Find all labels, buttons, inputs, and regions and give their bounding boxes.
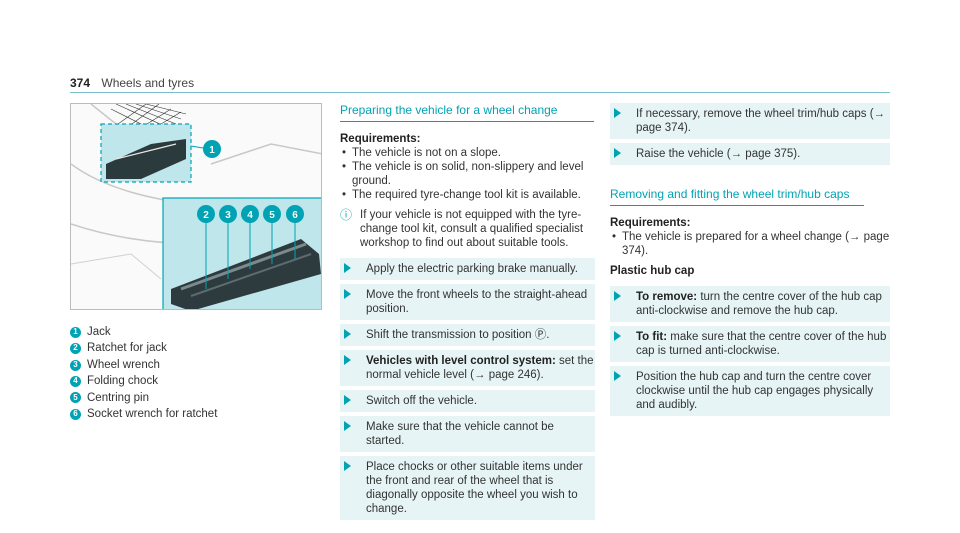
marker-1: 1 bbox=[209, 145, 215, 156]
step-item: Shift the transmission to position Ⓟ. bbox=[340, 324, 595, 346]
requirement-item: The vehicle is on solid, non-slippery an… bbox=[340, 160, 595, 188]
step-item: Apply the electric parking brake manuall… bbox=[340, 258, 595, 280]
info-note: ⓘ If your vehicle is not equipped with t… bbox=[340, 208, 584, 249]
marker-5: 5 bbox=[269, 210, 275, 221]
section-preparing: Preparing the vehicle for a wheel change… bbox=[340, 103, 595, 524]
step-arrow-icon bbox=[344, 263, 351, 273]
page-header: 374 Wheels and tyres bbox=[70, 76, 194, 90]
step-item: If necessary, remove the wheel trim/hub … bbox=[610, 103, 890, 139]
page-number: 374 bbox=[70, 76, 91, 90]
step-arrow-icon bbox=[614, 108, 621, 118]
step-item: Position the hub cap and turn the centre… bbox=[610, 366, 890, 416]
section-title: Preparing the vehicle for a wheel change bbox=[340, 103, 594, 122]
section-name: Wheels and tyres bbox=[101, 76, 195, 90]
header-rule bbox=[70, 92, 890, 93]
requirements-list: The vehicle is prepared for a wheel chan… bbox=[610, 230, 890, 258]
step-arrow-icon bbox=[614, 331, 621, 341]
step-arrow-icon bbox=[344, 461, 351, 471]
step-item: Move the front wheels to the straight-ah… bbox=[340, 284, 595, 320]
requirement-item: The required tyre-change tool kit is ava… bbox=[340, 188, 595, 202]
requirements-title: Requirements: bbox=[610, 217, 691, 229]
info-icon: ⓘ bbox=[340, 208, 353, 222]
step-arrow-icon bbox=[344, 421, 351, 431]
marker-3: 3 bbox=[225, 210, 231, 221]
step-arrow-icon bbox=[614, 371, 621, 381]
marker-4: 4 bbox=[247, 210, 253, 221]
step-item: Vehicles with level control system: set … bbox=[340, 350, 595, 386]
marker-2: 2 bbox=[203, 210, 209, 221]
step-arrow-icon bbox=[344, 395, 351, 405]
step-item: Switch off the vehicle. bbox=[340, 390, 595, 412]
subsection-title: Plastic hub cap bbox=[610, 265, 695, 277]
marker-6: 6 bbox=[292, 210, 298, 221]
step-arrow-icon bbox=[344, 329, 351, 339]
section-hub-caps: If necessary, remove the wheel trim/hub … bbox=[610, 103, 890, 420]
step-arrow-icon bbox=[344, 355, 351, 365]
step-item: Raise the vehicle (→ page 375). bbox=[610, 143, 890, 165]
requirements-title: Requirements: bbox=[340, 133, 421, 145]
requirement-item: The vehicle is not on a slope. bbox=[340, 146, 595, 160]
step-item: Place chocks or other suitable items und… bbox=[340, 456, 595, 520]
step-arrow-icon bbox=[344, 289, 351, 299]
toolkit-svg: 1 2 3 4 5 6 bbox=[71, 104, 321, 309]
section-title: Removing and fitting the wheel trim/hub … bbox=[610, 187, 864, 206]
step-item: To fit: make sure that the centre cover … bbox=[610, 326, 890, 362]
step-arrow-icon bbox=[614, 148, 621, 158]
step-item: Make sure that the vehicle cannot be sta… bbox=[340, 416, 595, 452]
toolkit-illustration: 1 2 3 4 5 6 bbox=[70, 103, 322, 310]
requirements-list: The vehicle is not on a slope. The vehic… bbox=[340, 146, 595, 202]
step-arrow-icon bbox=[614, 291, 621, 301]
step-item: To remove: turn the centre cover of the … bbox=[610, 286, 890, 322]
requirement-item: The vehicle is prepared for a wheel chan… bbox=[610, 230, 890, 258]
